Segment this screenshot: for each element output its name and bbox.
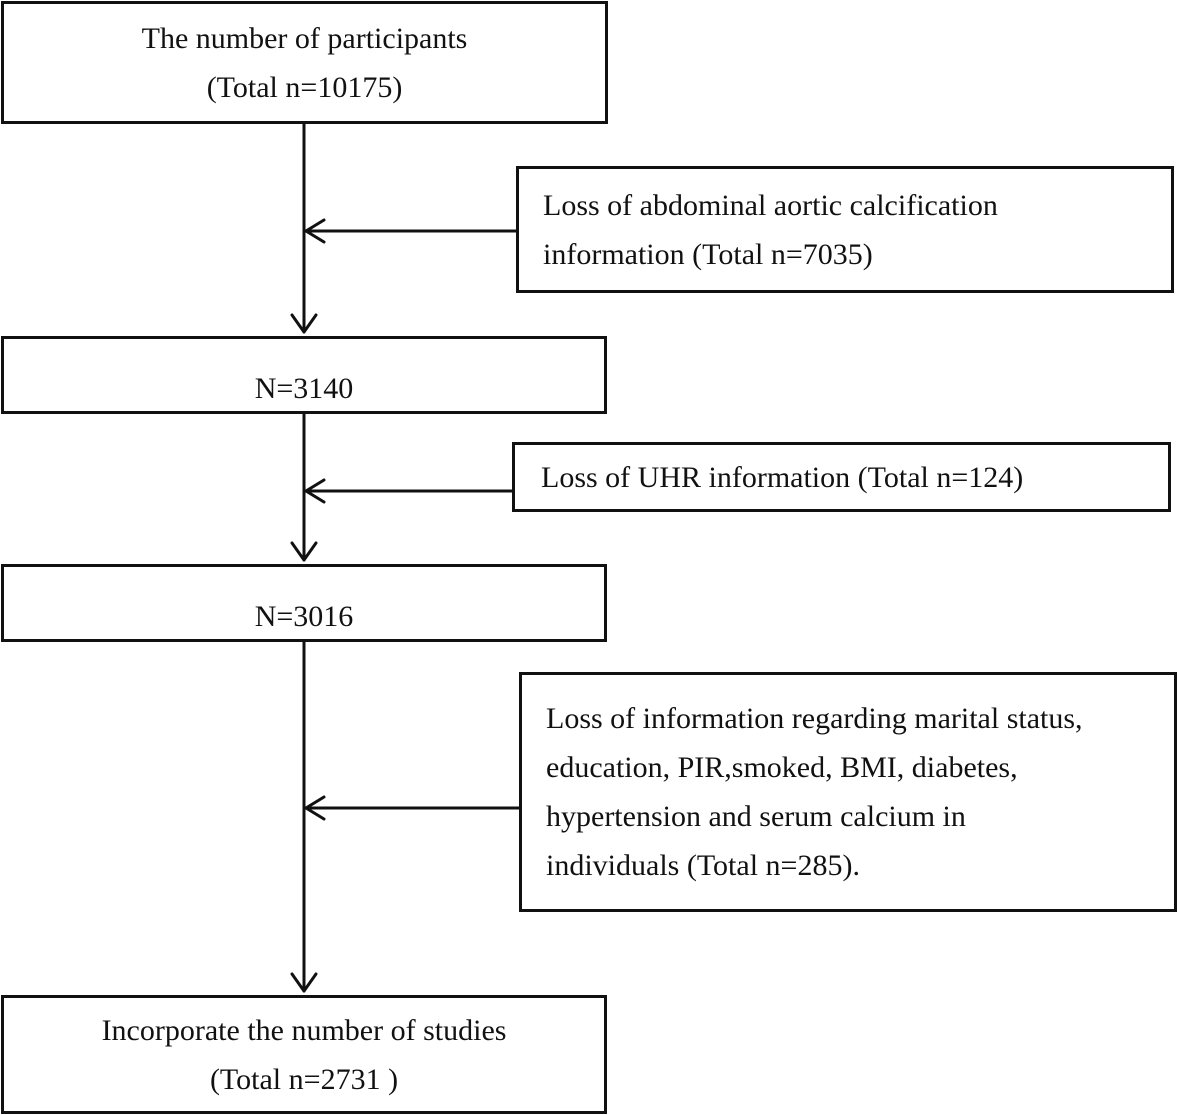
- final-box-total: (Total n=2731 ): [209, 1062, 399, 1096]
- start-box-title: The number of participants: [141, 21, 468, 55]
- exclusion-arrow-1-head: [304, 218, 326, 244]
- exclusion-box-covariates-line: individuals (Total n=285).: [546, 849, 860, 882]
- final-box: Incorporate the number of studies (Total…: [1, 995, 607, 1114]
- step2-box: N=3140: [1, 336, 607, 414]
- exclusion-box-aac-line: information (Total n=7035): [543, 237, 873, 271]
- exclusion-box-aac-line: Loss of abdominal aortic calcification: [543, 188, 998, 222]
- step3-box-count: N=3016: [254, 599, 354, 633]
- exclusion-box-aac: Loss of abdominal aortic calcification i…: [516, 166, 1174, 293]
- down-arrow-3-head: [290, 972, 318, 993]
- step3-box: N=3016: [1, 564, 607, 642]
- step2-box-count: N=3140: [254, 371, 354, 405]
- exclusion-box-covariates-line: Loss of information regarding marital st…: [546, 702, 1083, 735]
- exclusion-arrow-3-head: [304, 795, 326, 821]
- exclusion-box-covariates-line: hypertension and serum calcium in: [546, 800, 966, 833]
- final-box-title: Incorporate the number of studies: [101, 1013, 507, 1047]
- start-box: The number of participants (Total n=1017…: [1, 1, 608, 124]
- exclusion-arrow-2-head: [304, 478, 326, 504]
- exclusion-box-uhr-line: Loss of UHR information (Total n=124): [541, 460, 1024, 494]
- exclusion-box-uhr: Loss of UHR information (Total n=124): [512, 442, 1171, 512]
- down-arrow-1-head: [290, 313, 318, 334]
- start-box-total: (Total n=10175): [206, 70, 403, 104]
- exclusion-box-covariates: Loss of information regarding marital st…: [519, 672, 1177, 912]
- exclusion-box-covariates-line: education, PIR,smoked, BMI, diabetes,: [546, 751, 1018, 784]
- down-arrow-2-head: [290, 541, 318, 562]
